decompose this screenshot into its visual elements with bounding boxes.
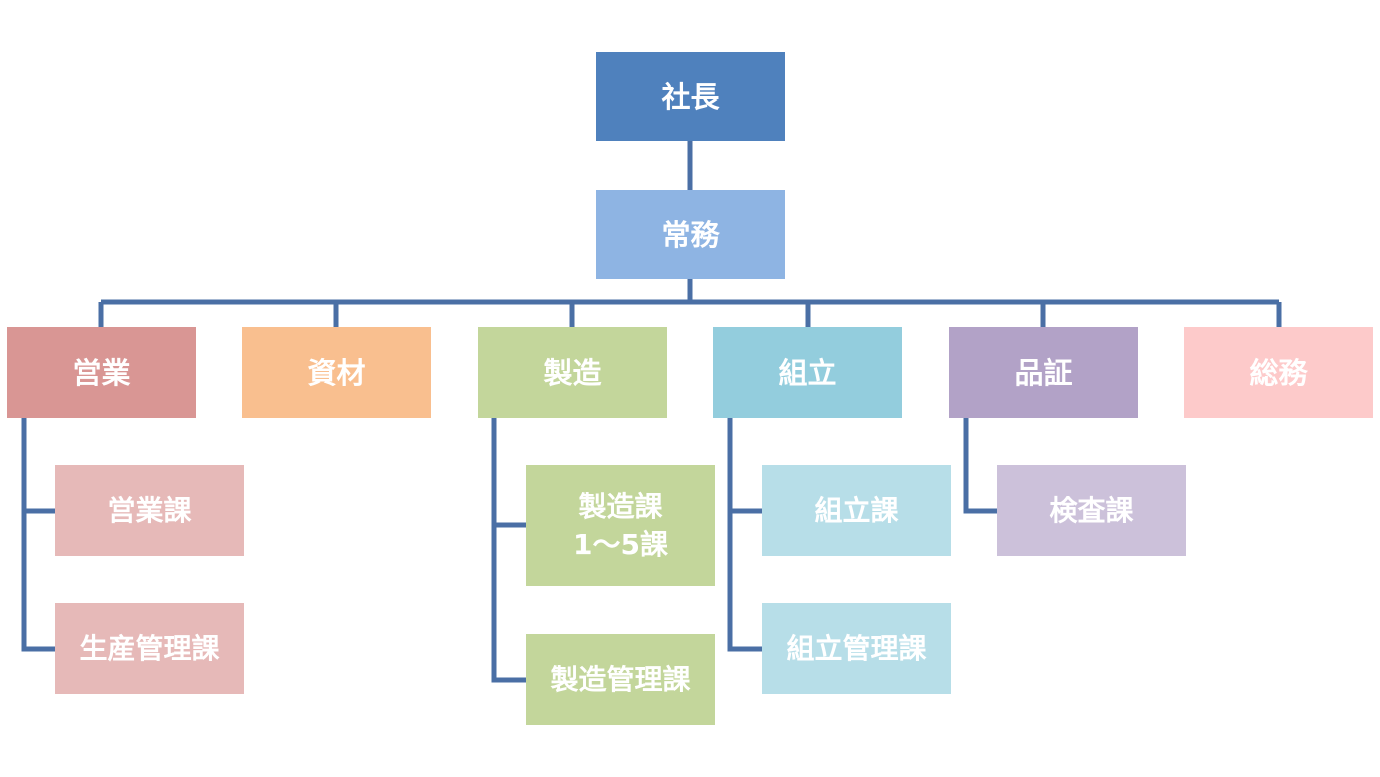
manufacturing-sections-box: 製造課 1〜5課 [526, 465, 715, 586]
manufacturing-sections-label: 製造課 1〜5課 [573, 489, 668, 561]
department-manufacturing-box: 製造 [478, 327, 667, 418]
president-box: 社長 [596, 52, 785, 141]
department-general-affairs-box: 総務 [1184, 327, 1373, 418]
department-quality-label: 品証 [1014, 355, 1073, 390]
department-sales-box: 営業 [7, 327, 196, 418]
inspection-section-box: 検査課 [997, 465, 1186, 556]
department-general-affairs-label: 総務 [1249, 355, 1308, 390]
manufacturing-control-box: 製造管理課 [526, 634, 715, 725]
inspection-section-label: 検査課 [1049, 493, 1134, 527]
sales-section-box: 営業課 [55, 465, 244, 556]
manufacturing-control-label: 製造管理課 [550, 662, 691, 696]
production-control-box: 生産管理課 [55, 603, 244, 694]
managing-director-label: 常務 [661, 217, 720, 252]
department-materials-box: 資材 [242, 327, 431, 418]
department-assembly-label: 組立 [778, 355, 837, 390]
managing-director-box: 常務 [596, 190, 785, 279]
assembly-control-label: 組立管理課 [786, 631, 927, 665]
assembly-section-box: 組立課 [762, 465, 951, 556]
department-manufacturing-label: 製造 [543, 355, 602, 390]
assembly-section-label: 組立課 [814, 493, 899, 527]
production-control-label: 生産管理課 [79, 631, 220, 665]
department-sales-label: 営業 [72, 355, 131, 390]
president-label: 社長 [661, 79, 720, 114]
sales-section-label: 営業課 [107, 493, 192, 527]
department-assembly-box: 組立 [713, 327, 902, 418]
department-quality-box: 品証 [949, 327, 1138, 418]
department-materials-label: 資材 [307, 355, 366, 390]
assembly-control-box: 組立管理課 [762, 603, 951, 694]
